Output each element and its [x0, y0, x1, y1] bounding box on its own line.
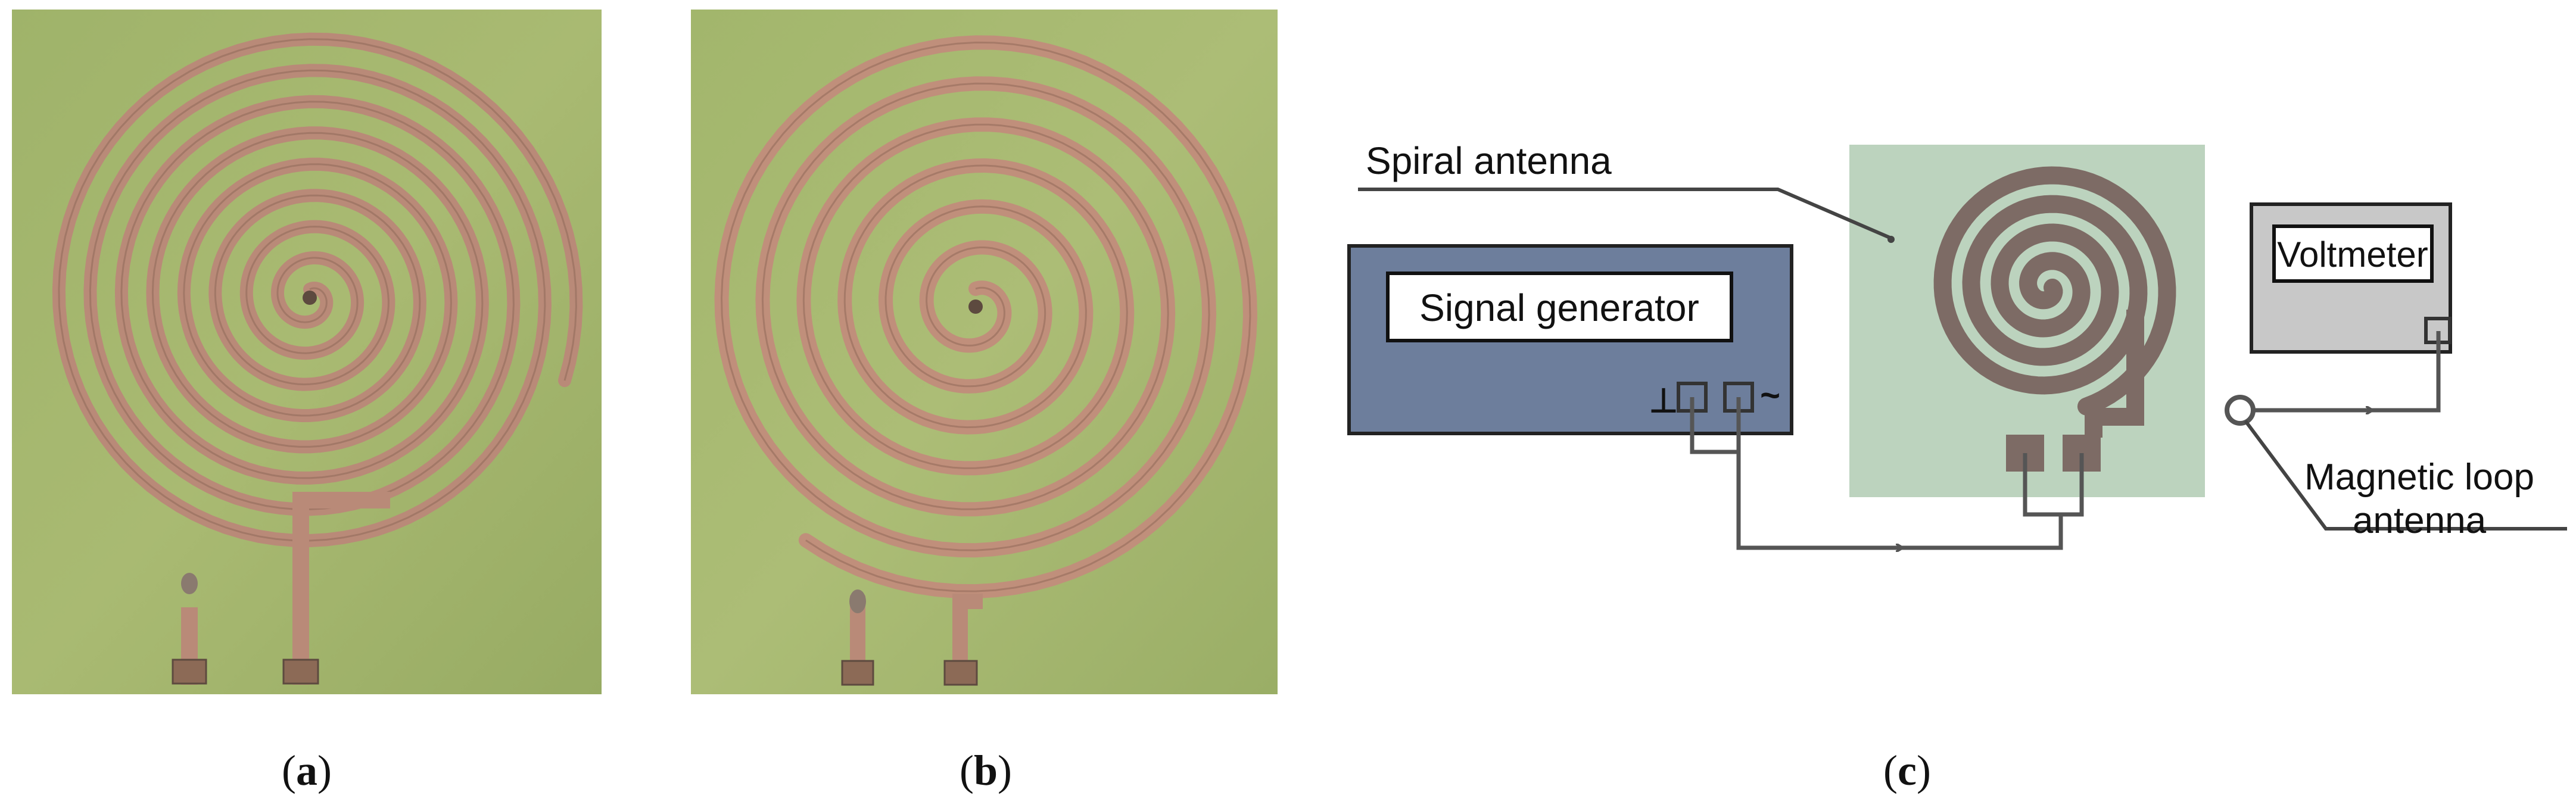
caption-a: (a) [282, 747, 332, 794]
wire-antenna-pads [2023, 453, 2084, 517]
caption-b-open: ( [960, 747, 974, 794]
voltmeter-label-box [2272, 224, 2434, 283]
voltmeter-label: Voltmeter [2277, 235, 2428, 274]
solder-pad-b-left [841, 660, 874, 686]
caption-a-open: ( [282, 747, 296, 794]
solder-joint-b-top [849, 589, 866, 613]
caption-b: (b) [960, 747, 1012, 794]
wire-generator-ground [1690, 397, 1739, 454]
caption-c: (c) [1883, 747, 1931, 794]
caption-a-letter: a [296, 747, 317, 794]
lead-b-right [952, 594, 983, 685]
solder-pad-a-right [282, 659, 319, 685]
caption-c-open: ( [1883, 747, 1898, 794]
solder-pad-a-left [172, 659, 207, 685]
spiral-antenna-label: Spiral antenna [1366, 139, 1612, 182]
signal-generator-label: Signal generator [1419, 286, 1699, 329]
magnetic-loop-antenna [2225, 395, 2256, 426]
ac-terminal-symbol: ~ [1760, 376, 1780, 415]
caption-b-close: ) [998, 747, 1012, 794]
solder-pad-b-right [943, 660, 978, 686]
magnetic-loop-leader [2244, 420, 2567, 531]
solder-joint-a-top [181, 573, 198, 594]
copper-spiral-a-edge [58, 38, 577, 542]
copper-spiral-b-edge [720, 41, 1251, 592]
center-via-b [968, 299, 983, 314]
antenna-center-dot [2044, 283, 2052, 292]
antenna-lead-trace [2085, 310, 2144, 438]
spiral-antenna-leader-dot [1887, 236, 1895, 243]
signal-generator-label-box [1386, 272, 1733, 342]
center-via-a [303, 291, 317, 305]
lead-a-right [292, 492, 390, 685]
panel-b-photo [691, 10, 1278, 694]
antenna-spiral-trace [1933, 166, 2176, 416]
magnetic-loop-label-line2: antenna [2353, 500, 2487, 541]
caption-a-close: ) [317, 747, 332, 794]
magnetic-loop-label-line1: Magnetic loop [2304, 457, 2534, 498]
panel-a-photo [12, 10, 602, 694]
caption-c-letter: c [1898, 747, 1917, 794]
caption-b-letter: b [974, 747, 998, 794]
ground-terminal-symbol: ⊥ [1649, 382, 1678, 419]
caption-c-close: ) [1917, 747, 1931, 794]
panel-c-schematic: Spiral antenna Signal generator ⊥ ~ Volt… [1347, 139, 2567, 548]
wire-loop-to-voltmeter [2253, 331, 2441, 413]
spiral-antenna-leader [1358, 188, 1892, 240]
